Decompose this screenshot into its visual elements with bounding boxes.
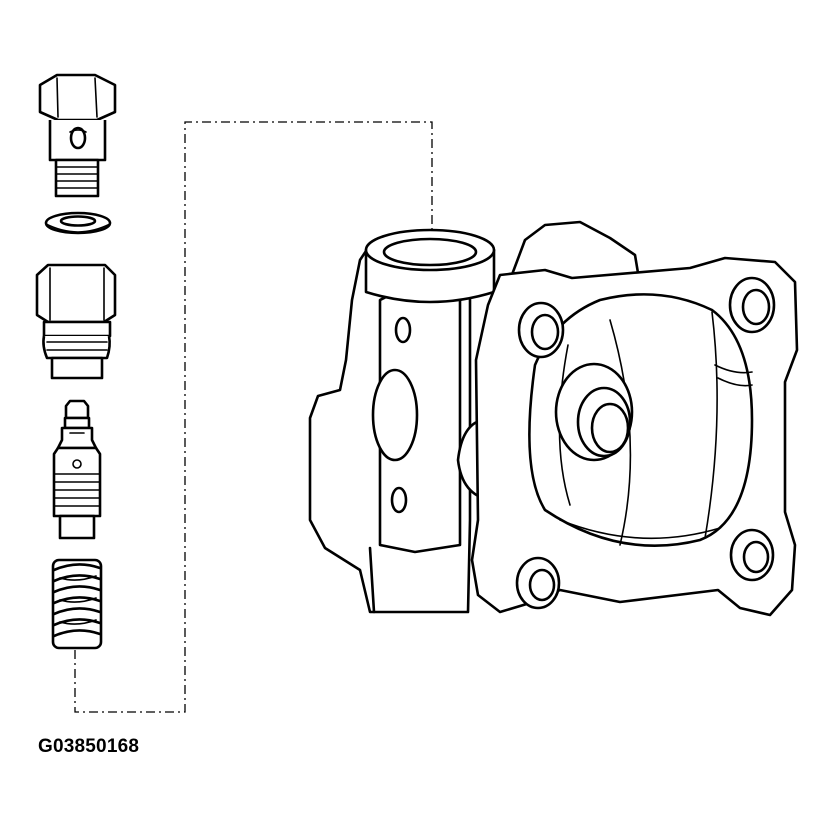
sealing-washer — [44, 211, 112, 235]
banjo-bolt — [38, 73, 117, 198]
pump-housing — [308, 220, 799, 617]
flow-control-valve — [52, 399, 102, 540]
valve-spring — [51, 558, 103, 650]
assembly-leader-line — [74, 121, 433, 713]
figure-id-label: G03850168 — [38, 736, 140, 757]
valve-cap-nut — [35, 263, 117, 380]
